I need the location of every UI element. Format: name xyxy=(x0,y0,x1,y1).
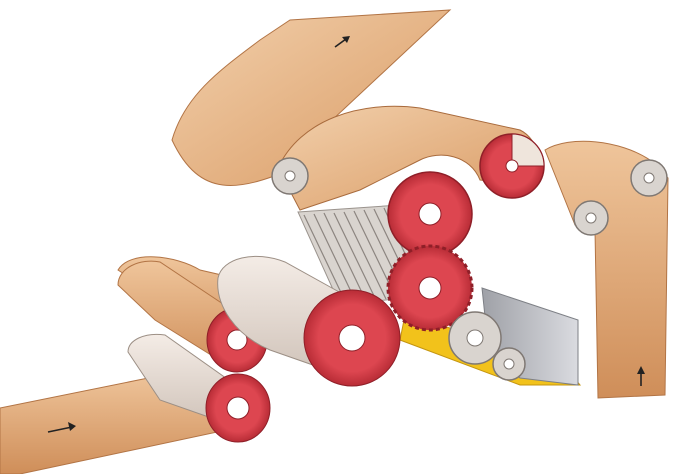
pressure-roll xyxy=(480,134,544,198)
idler-roll-right xyxy=(631,160,667,196)
idler-roll-middle xyxy=(574,201,608,235)
upper-corrugating-roll xyxy=(388,172,472,256)
glue-applicator-roll xyxy=(449,312,501,364)
glue-metering-roll xyxy=(493,348,525,380)
idler-roll-left xyxy=(272,158,308,194)
